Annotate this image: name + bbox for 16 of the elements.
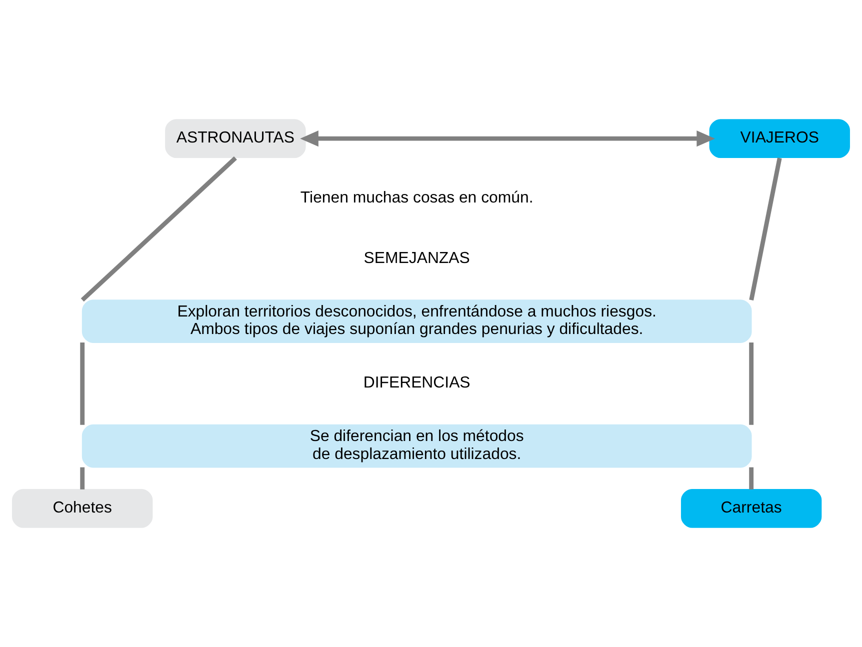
node-box: Se diferencian en los métodos de desplazamiento utilizados. <box>82 424 752 468</box>
connector <box>80 467 85 490</box>
connector <box>749 342 754 425</box>
node-box: ASTRONAUTAS <box>165 119 306 158</box>
connector <box>749 467 754 490</box>
node-box: Carretas <box>680 488 822 528</box>
connector <box>749 158 782 300</box>
node-box: Exploran territorios desconocidos, enfrentándose a muchos riesgos. Ambos tipos de viajes suponían grandes penurias y dificultades. <box>82 300 752 343</box>
connector <box>80 156 237 302</box>
label: Tienen muchas cosas en común. <box>300 190 534 207</box>
connector <box>80 342 85 425</box>
node-box: VIAJEROS <box>709 119 850 158</box>
label: SEMEJANZAS <box>364 250 470 267</box>
label: DIFERENCIAS <box>363 374 470 392</box>
arrow <box>300 130 716 147</box>
node-box: Cohetes <box>12 488 153 528</box>
